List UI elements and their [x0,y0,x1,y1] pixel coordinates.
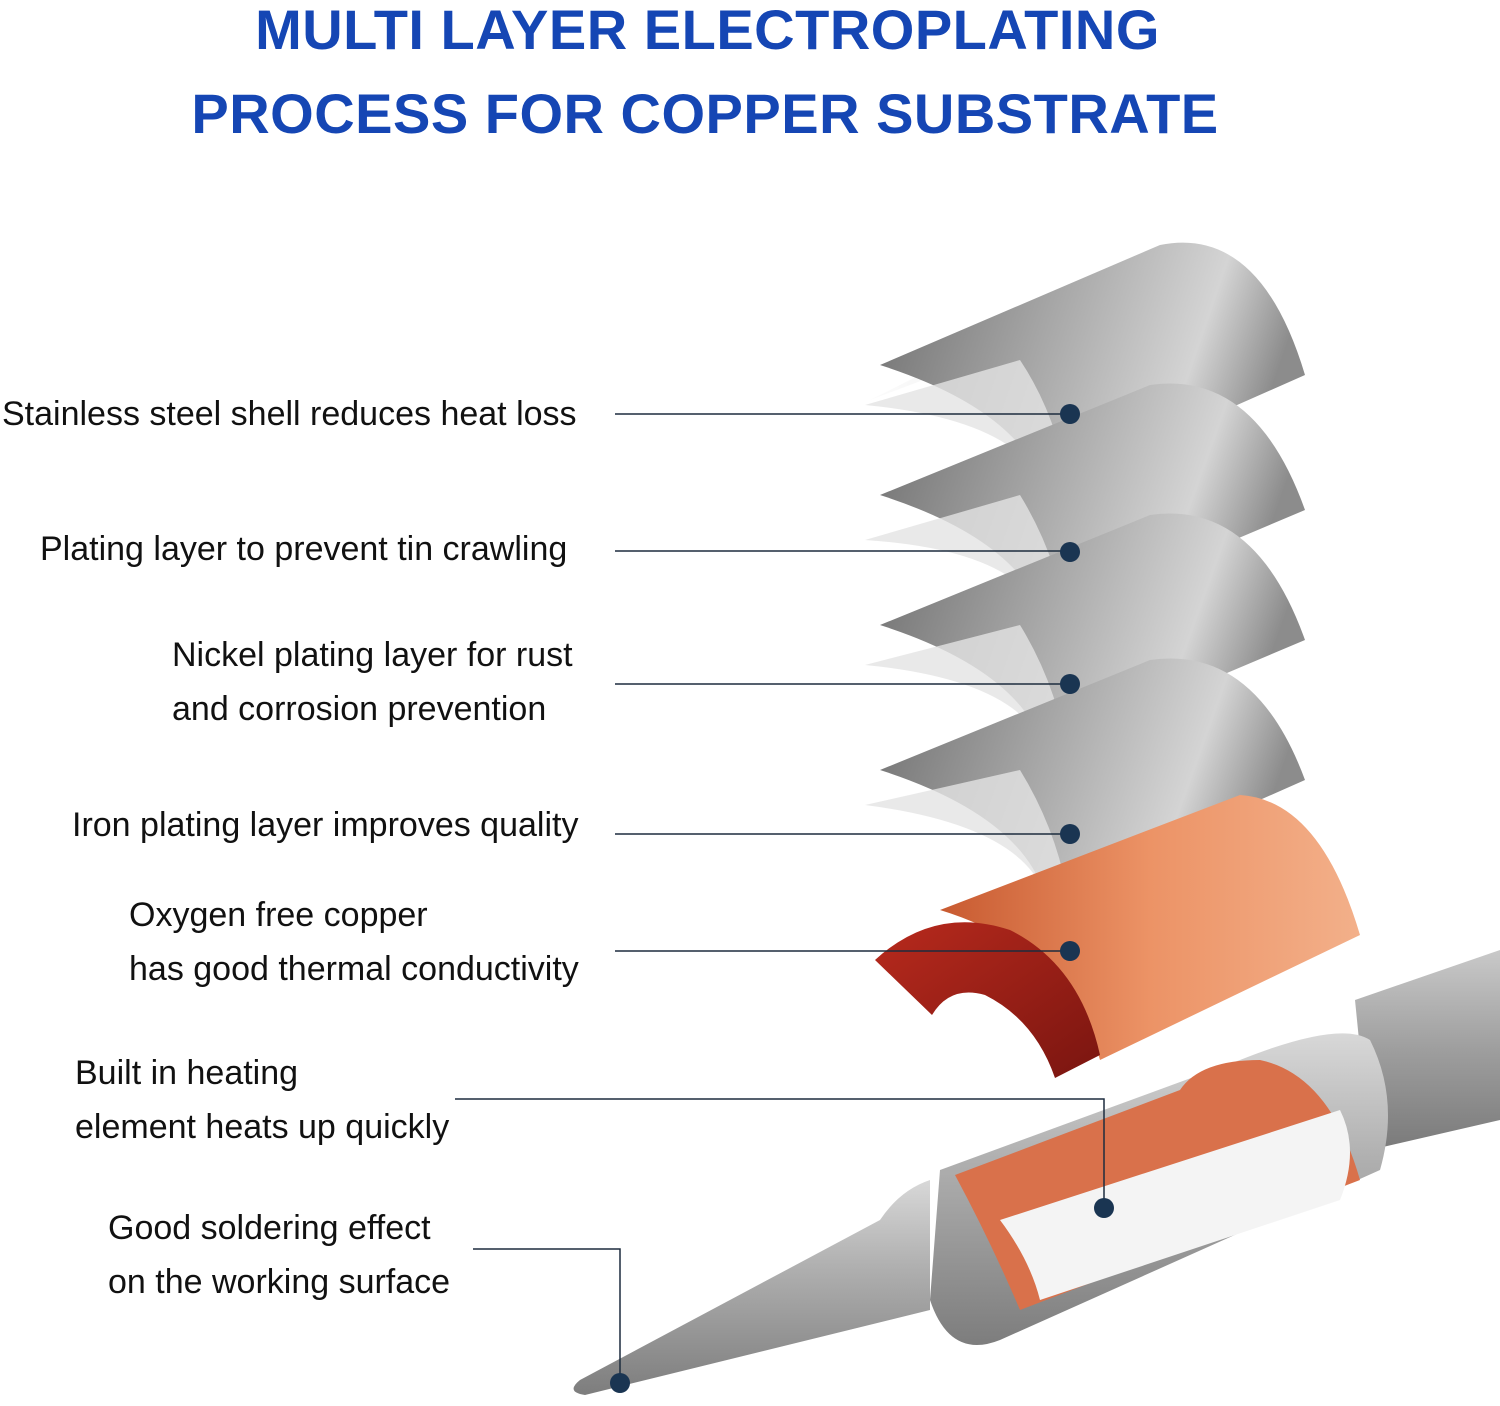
leader-line-soldering [473,1248,621,1383]
label-heating-line-1: Built in heating [75,1054,299,1092]
label-heating: Built in heating element heats up quickl… [75,1046,449,1154]
label-iron-text: Iron plating layer improves quality [72,806,579,844]
label-nickel: Nickel plating layer for rust and corros… [172,628,573,736]
label-soldering-line-1: Good soldering effect [108,1209,431,1247]
leader-dot-nickel [1060,674,1080,694]
stainless-steel-layer [865,242,1305,500]
label-stainless-steel: Stainless steel shell reduces heat loss [2,387,577,441]
label-heating-line-2: element heats up quickly [75,1108,450,1146]
label-nickel-line-2: and corrosion prevention [172,690,547,728]
label-copper-line-2: has good thermal conductivity [129,950,579,988]
label-plating-tin: Plating layer to prevent tin crawling [40,522,567,576]
label-nickel-line-1: Nickel plating layer for rust [172,636,573,674]
label-iron: Iron plating layer improves quality [72,798,578,852]
nickel-plating-layer [865,513,1305,770]
page-title-line-2: PROCESS FOR COPPER SUBSTRATE [191,82,1219,145]
leader-dot-soldering [610,1373,630,1393]
label-soldering: Good soldering effect on the working sur… [108,1201,450,1309]
label-stainless-steel-text: Stainless steel shell reduces heat loss [2,395,577,433]
label-copper-line-1: Oxygen free copper [129,896,428,934]
leader-line-heating [455,1098,1105,1208]
iron-plating-layer [865,658,1305,910]
leader-dot-copper [1060,941,1080,961]
label-soldering-line-2: on the working surface [108,1263,451,1301]
copper-substrate [875,795,1360,1078]
leader-dot-heating [1094,1198,1114,1218]
soldering-tip [573,950,1500,1395]
label-plating-tin-text: Plating layer to prevent tin crawling [40,530,568,568]
label-copper: Oxygen free copper has good thermal cond… [129,888,579,996]
leader-dot-iron [1060,824,1080,844]
leader-dot-stainless [1060,404,1080,424]
leader-dot-plating-tin [1060,542,1080,562]
page-title-line-1: MULTI LAYER ELECTROPLATING [255,0,1160,61]
plating-tin-layer [865,383,1305,640]
